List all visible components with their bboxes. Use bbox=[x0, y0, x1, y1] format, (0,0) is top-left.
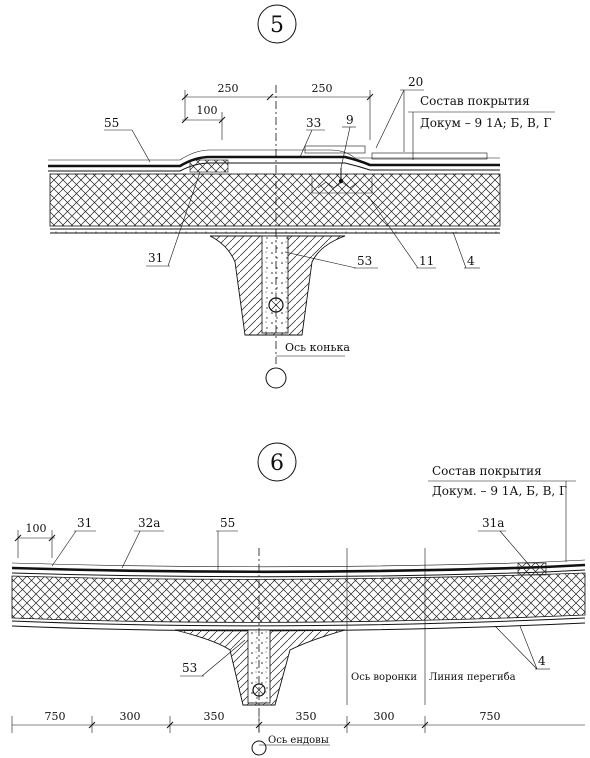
bend-line-label: Линия перегиба bbox=[429, 672, 516, 683]
callout-55: 55 bbox=[104, 116, 119, 130]
detail-6-number: 6 bbox=[270, 451, 284, 476]
axis-ridge-label: Ось конька bbox=[285, 341, 350, 354]
dim-750-right: 750 bbox=[480, 710, 501, 723]
composition-ref-6: Докум. – 9 1А, Б, В, Г bbox=[432, 484, 567, 498]
dim-350-left: 350 bbox=[204, 710, 225, 723]
callout-53: 53 bbox=[357, 254, 372, 268]
callout-4: 4 bbox=[467, 254, 475, 268]
dim-300-left: 300 bbox=[120, 710, 141, 723]
callout-9: 9 bbox=[346, 113, 354, 127]
callout-55-b: 55 bbox=[220, 516, 235, 530]
callout-31a: 31а bbox=[482, 516, 504, 530]
axis-funnel-label: Ось воронки bbox=[351, 672, 417, 683]
dim-250-right: 250 bbox=[312, 82, 333, 95]
callout-33: 33 bbox=[306, 116, 321, 130]
dim-250-left: 250 bbox=[218, 82, 239, 95]
dim-100: 100 bbox=[197, 104, 218, 117]
detail-5: 5 250 250 100 Состав покрытия Докум – 9 … bbox=[48, 4, 555, 389]
detail-5-marker bbox=[257, 4, 297, 44]
composition-title-6: Состав покрытия bbox=[432, 464, 542, 478]
callout-4-b: 4 bbox=[538, 654, 546, 668]
callout-11: 11 bbox=[419, 254, 434, 268]
composition-ref-5: Докум – 9 1А; Б, В, Г bbox=[420, 116, 551, 130]
callout-20: 20 bbox=[408, 75, 423, 89]
composition-title-5: Состав покрытия bbox=[420, 94, 530, 108]
callout-53-b: 53 bbox=[182, 661, 197, 675]
callout-32a: 32а bbox=[138, 516, 160, 530]
detail-5-number: 5 bbox=[270, 13, 284, 38]
callout-31: 31 bbox=[148, 251, 163, 265]
axis-valley-label: Ось ендовы bbox=[268, 735, 329, 746]
detail-6: 6 Состав покрытия Докум. – 9 1А, Б, В, Г… bbox=[11, 442, 586, 756]
detail-6-marker bbox=[257, 442, 297, 482]
dim-100-b: 100 bbox=[26, 522, 47, 535]
callout-31-b: 31 bbox=[77, 516, 92, 530]
dim-350-right: 350 bbox=[296, 710, 317, 723]
dim-300-right: 300 bbox=[374, 710, 395, 723]
dim-750-left: 750 bbox=[45, 710, 66, 723]
